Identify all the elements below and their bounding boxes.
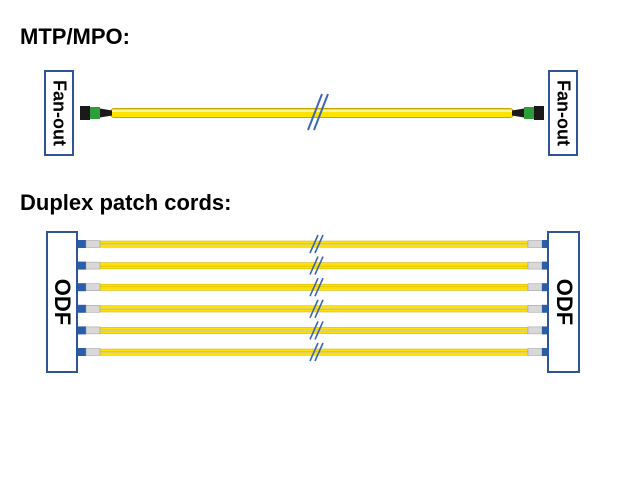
odf-label-left: ODF [50,278,75,326]
mpo-connector-left-boot [90,107,100,119]
trunk-break-slash-2 [313,93,329,131]
mpo-connector-right-body [534,106,544,120]
lc-connector-left [78,326,86,335]
mpo-connector-left-body [80,106,90,120]
cord-break-slash-2 [314,321,324,340]
mpo-connector-right [512,106,544,120]
duplex-patch-cords-heading: Duplex patch cords: [20,190,232,215]
duplex-cord-1 [78,234,550,254]
cord-break-slash-1 [309,234,319,254]
mtp-trunk-cable [109,108,515,118]
mpo-connector-right-strain-relief [512,108,524,118]
mpo-connector-left [80,106,112,120]
trunk-cable-highlight [112,110,512,112]
trunk-break-slash-1 [307,93,323,131]
lc-boot-right [527,261,543,270]
lc-connector-right [542,240,550,248]
lc-boot-right [527,348,543,356]
cord-break-slash-1 [309,321,319,340]
lc-connector-left [78,304,86,313]
duplex-cord-2 [78,256,550,275]
cord-break-slash-1 [309,256,319,275]
duplex-patch-cords [78,234,550,362]
lc-boot-right [527,305,543,313]
odf-box-left: ODF [46,231,78,373]
lc-connector-right [542,304,550,313]
lc-connector-left [78,348,86,356]
trunk-cable-body [109,108,515,118]
lc-boot-left [85,348,101,356]
lc-connector-right [542,283,550,292]
lc-boot-left [85,261,101,270]
lc-boot-right [527,326,543,335]
cord-break-slash-1 [309,299,319,319]
duplex-cord-6 [78,342,550,362]
cord-break-slash-2 [314,299,324,319]
duplex-cord-5 [78,321,550,340]
cord-break-slash-1 [309,342,319,362]
lc-connector-right [542,261,550,270]
cord-break-slash-2 [314,234,324,254]
lc-connector-left [78,261,86,270]
lc-connector-left [78,283,86,292]
fan-out-label-right: Fan-out [553,80,574,146]
fan-out-box-right: Fan-out [548,70,578,156]
duplex-cord-3 [78,277,550,297]
cord-break-slash-2 [314,256,324,275]
cord-break-slash-2 [314,277,324,297]
lc-boot-right [527,283,543,291]
cord-break-slash-1 [309,277,319,297]
trunk-break-mark [307,93,329,131]
lc-boot-left [85,283,101,291]
lc-boot-right [527,240,543,248]
odf-box-right: ODF [547,231,580,373]
lc-connector-right [542,348,550,356]
lc-boot-left [85,305,101,313]
lc-boot-left [85,240,101,248]
odf-label-right: ODF [551,278,577,326]
lc-connector-left [78,240,86,248]
fan-out-label-left: Fan-out [49,80,70,146]
mpo-connector-left-strain-relief [100,108,112,118]
fan-out-box-left: Fan-out [44,70,74,156]
lc-connector-right [542,326,550,335]
duplex-cord-4 [78,299,550,319]
lc-boot-left [85,326,101,335]
mpo-connector-right-boot [524,107,534,119]
cord-break-slash-2 [314,342,324,362]
mtp-mpo-heading: MTP/MPO: [20,24,130,49]
